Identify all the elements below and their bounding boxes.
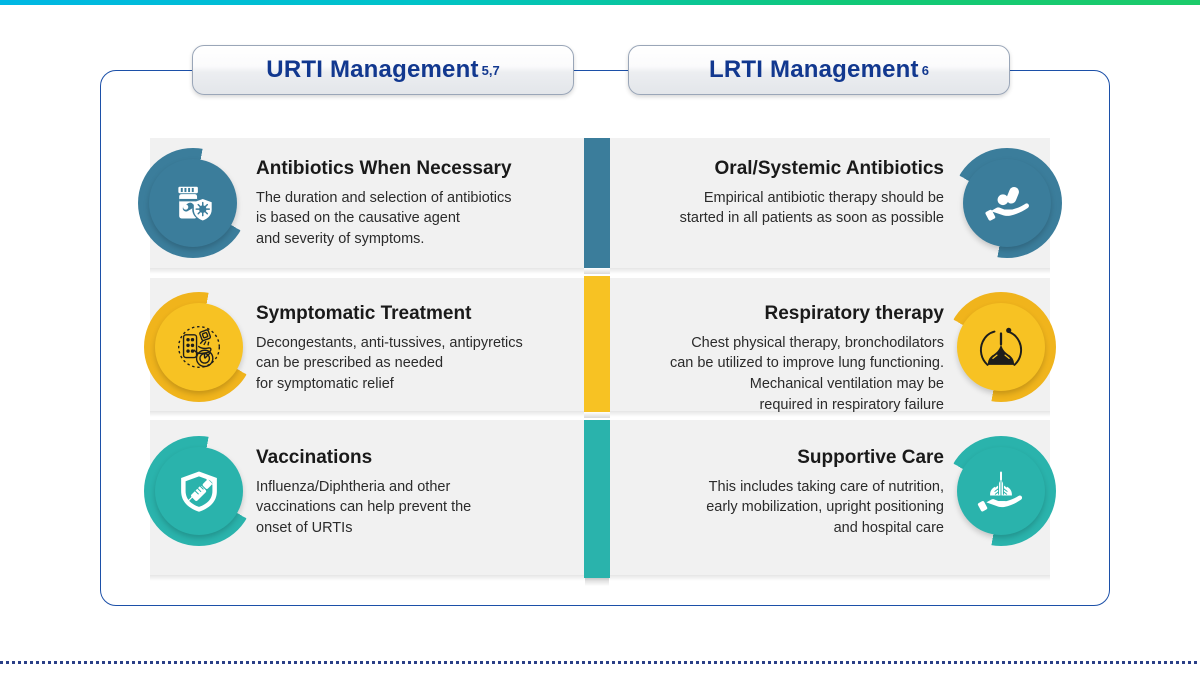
shield-syringe-icon: [155, 447, 243, 535]
lungs-stethoscope-icon: [957, 303, 1045, 391]
lrti-row-3: Supportive Care This includes taking car…: [614, 447, 944, 539]
urti-row-3-badge: [144, 436, 254, 546]
urti-row-1-title: Antibiotics When Necessary: [256, 158, 512, 179]
divider-segment-2: [584, 276, 610, 412]
blister-pack-spray-target-icon: [155, 303, 243, 391]
urti-row-2-desc: Decongestants, anti-tussives, antipyreti…: [256, 334, 523, 392]
lrti-row-2-desc: Chest physical therapy, bronchodilators …: [669, 334, 944, 413]
lrti-row-2: Respiratory therapy Chest physical thera…: [614, 303, 944, 415]
lrti-row-1-badge: [952, 148, 1062, 258]
urti-row-1-badge: [138, 148, 248, 258]
lrti-row-1-desc: Empirical antibiotic therapy should be s…: [679, 189, 944, 227]
lrti-row-2-badge: [946, 292, 1056, 402]
lrti-row-2-title: Respiratory therapy: [764, 303, 944, 324]
pill-bottle-shield-icon: [149, 159, 237, 247]
urti-row-2-badge: [144, 292, 254, 402]
tab-lrti-superscript: 6: [921, 62, 929, 78]
urti-row-2: Symptomatic Treatment Decongestants, ant…: [256, 303, 576, 395]
divider-segment-1: [584, 138, 610, 268]
urti-row-3-title: Vaccinations: [256, 447, 373, 468]
urti-row-3: Vaccinations Influenza/Diphtheria and ot…: [256, 447, 576, 539]
tab-lrti-label: LRTI Management: [709, 56, 919, 83]
lrti-row-1: Oral/Systemic Antibiotics Empirical anti…: [614, 158, 944, 229]
urti-row-1: Antibiotics When Necessary The duration …: [256, 158, 576, 250]
urti-row-3-desc: Influenza/Diphtheria and other vaccinati…: [256, 478, 472, 536]
divider-cap-2: [584, 412, 610, 418]
top-gradient-strip: [0, 0, 1200, 5]
divider-segment-3: [584, 420, 610, 586]
hand-holding-pills-icon: [963, 159, 1051, 247]
lrti-row-1-title: Oral/Systemic Antibiotics: [714, 158, 944, 179]
tab-urti-label: URTI Management: [266, 56, 479, 83]
urti-row-2-title: Symptomatic Treatment: [256, 303, 472, 324]
urti-row-1-desc: The duration and selection of antibiotic…: [256, 189, 512, 247]
bottom-dotted-rule: [0, 661, 1200, 664]
lrti-row-3-badge: [946, 436, 1056, 546]
tab-urti-superscript: 5,7: [481, 62, 500, 78]
lrti-row-3-title: Supportive Care: [797, 447, 944, 468]
lrti-row-3-desc: This includes taking care of nutrition, …: [706, 478, 944, 536]
divider-cap-1: [584, 268, 610, 274]
hand-holding-lungs-icon: [957, 447, 1045, 535]
